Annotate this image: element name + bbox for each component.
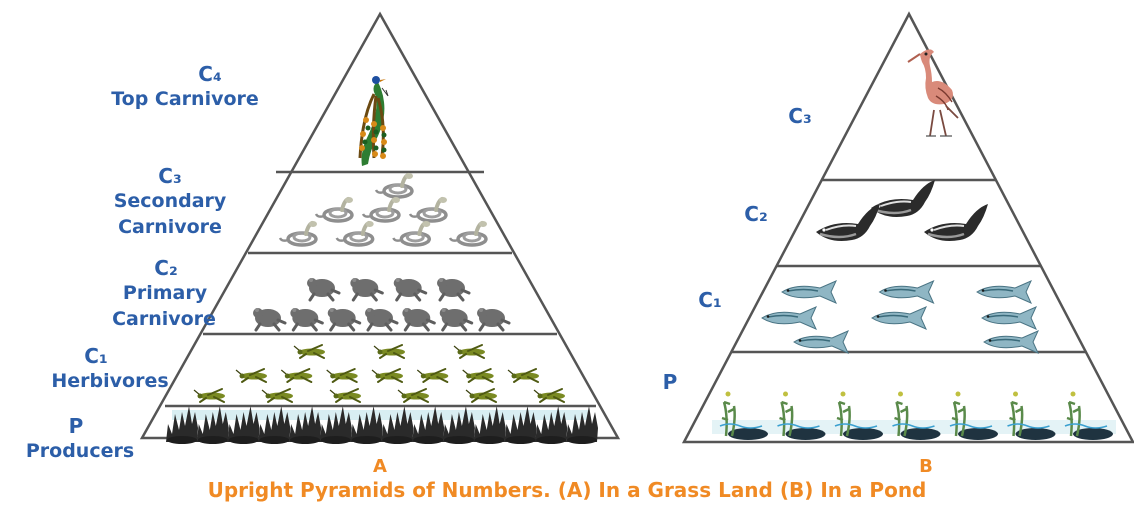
level-code-a-c3: C₃ xyxy=(158,164,182,188)
level-name-a-c3-line2: Carnivore xyxy=(118,216,222,238)
level-name-a-c4: Top Carnivore xyxy=(111,88,259,110)
level-code-b-c2: C₂ xyxy=(744,202,768,226)
level-code-b-c1: C₁ xyxy=(698,288,722,312)
pyramid-b-letter: B xyxy=(919,456,933,477)
level-code-a-p: P xyxy=(68,414,84,438)
level-code-a-c2: C₂ xyxy=(154,256,178,280)
level-name-a-c2-line2: Carnivore xyxy=(112,308,216,330)
pyramid-a xyxy=(139,11,621,444)
pyramid-b xyxy=(681,11,1134,444)
pyramid-a-letter: A xyxy=(373,456,387,477)
figure-caption: Upright Pyramids of Numbers. (A) In a Gr… xyxy=(207,478,927,502)
level-name-a-c2-line1: Primary xyxy=(122,282,208,304)
level-code-a-c1: C₁ xyxy=(84,344,108,368)
level-name-a-c1: Herbivores xyxy=(51,370,169,392)
level-code-b-p: P xyxy=(662,370,678,394)
level-code-b-c3: C₃ xyxy=(788,104,812,128)
level-name-a-p: Producers xyxy=(25,440,135,462)
level-code-a-c4: C₄ xyxy=(198,62,222,86)
level-name-a-c3-line1: Secondary xyxy=(113,190,227,212)
